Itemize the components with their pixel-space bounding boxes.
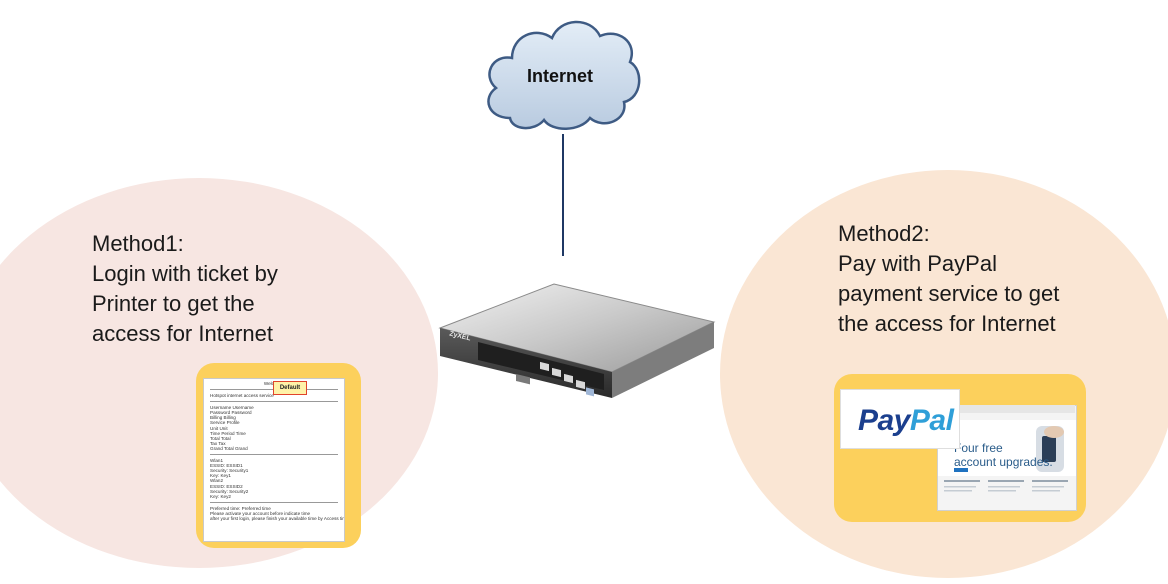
ticket-footer-line: after your first login, please finish yo… [210,515,345,521]
paypal-website-screenshot [937,405,1077,511]
ticket-field: Time Period Time [210,430,246,436]
ticket-field: Password Password [210,410,252,416]
ticket-wifi-line: Wlan2 [210,478,224,484]
ticket-field: Total Total [210,435,231,441]
paypal-site-nav-bar [937,405,1075,413]
method2-description: Method2: Pay with PayPal payment service… [838,221,1060,336]
ticket-footer-line: Please activate your account before indi… [210,510,311,516]
paypal-logo-box [840,389,960,449]
ticket-wifi-line: Security: Security2 [210,488,249,494]
ticket-wifi-line: ESSID: ESSID2 [210,483,243,489]
ticket-subheader: Hotspot internet access service [210,393,274,399]
ticket-divider [210,501,338,503]
paypal-hero-text: Four free account upgrades. [954,441,1053,469]
ticket-wifi-line: Key: Key1 [210,473,231,479]
ticket-wifi-line: Wlan1 [210,458,224,464]
ticket-field: Service Profile [210,420,240,426]
ticket-wifi-line: Key: Key2 [210,493,231,499]
ticket-field: Unit Unit [210,425,228,431]
ticket-footer-line: Preferred time: Preferred time [210,505,271,511]
network-cable [562,134,564,256]
ticket-field: Tax Tax [210,440,226,446]
paypal-logo: PayPal [858,404,954,438]
paypal-logo-pal: Pal [909,404,954,437]
cloud-label: Internet [527,66,594,86]
ticket-wifi-line: Security: Security1 [210,468,249,474]
ticket-wifi-line: ESSID: ESSID1 [210,463,243,469]
internet-cloud-icon [487,20,641,130]
ticket-divider [210,401,338,403]
paypal-website-graphic [938,420,1076,492]
ticket-field: Billing Billing [210,415,236,421]
ticket-divider [210,454,338,456]
printed-ticket: Welcome! Hotspot internet access service… [203,378,345,542]
ticket-field: Grand Total Grand [210,445,248,451]
paypal-hero-button [954,468,968,472]
paypal-logo-pay: Pay [858,404,910,437]
ticket-field: Username Username [210,405,254,411]
default-badge: Default [273,381,307,395]
gateway-device-icon [438,283,716,398]
method1-description: Method1: Login with ticket by Printer to… [92,231,278,346]
